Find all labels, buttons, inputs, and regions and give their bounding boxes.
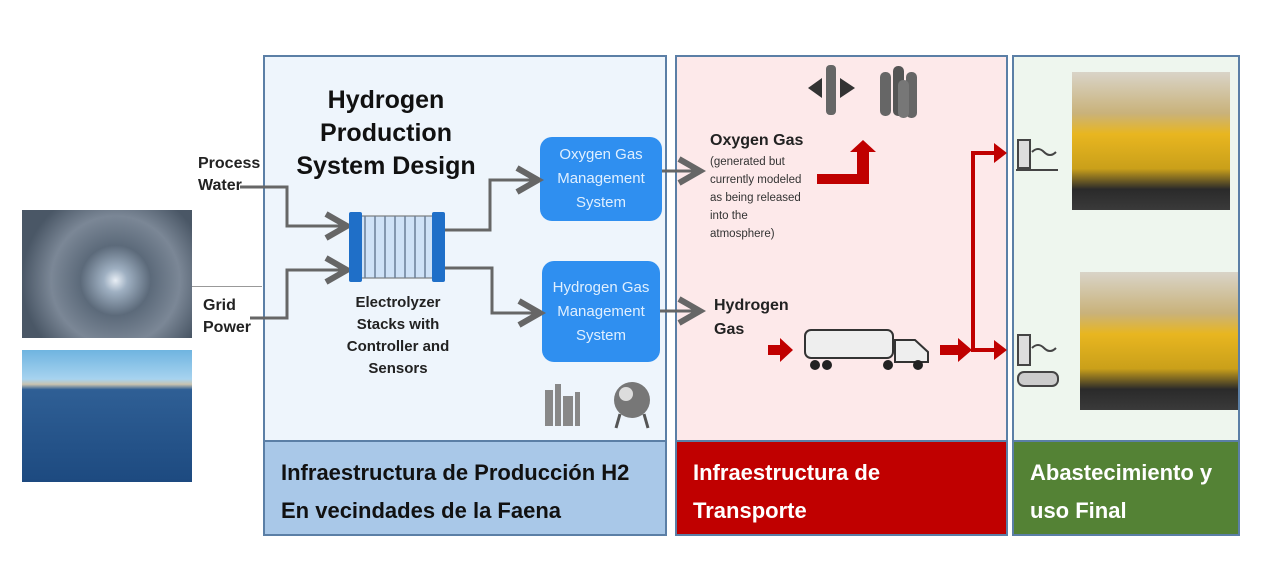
storage-sphere-icon	[614, 382, 650, 429]
oxygen-release-arrow	[817, 140, 876, 184]
label-line: Gas	[714, 321, 745, 338]
label-line: Power	[203, 319, 252, 336]
box-line: Hydrogen Gas	[552, 278, 650, 296]
footer-line: Infraestructura de Transporte	[693, 460, 881, 523]
distribution-line	[971, 151, 975, 352]
footer-line: Infraestructura de Producción H2	[281, 460, 630, 485]
hydrogen-gas-management-box: Hydrogen Gas Management System	[542, 261, 660, 362]
footer-line: Abastecimiento y	[1030, 460, 1213, 485]
label-line: Process	[198, 155, 261, 172]
electrolyzer-stack-icon	[349, 212, 445, 282]
oxygen-gas-title: Oxygen Gas	[710, 132, 804, 149]
transport-footer: Infraestructura de Transporte En la Faen…	[675, 440, 1008, 561]
note-line: atmosphere)	[710, 228, 775, 240]
tanker-truck-icon	[804, 329, 929, 370]
enduse-footer: Abastecimiento y uso Final	[1012, 440, 1240, 536]
gas-cylinders-icon	[880, 66, 917, 118]
hydrogen-out-arrow	[444, 266, 540, 313]
oxygen-gas-management-box: Oxygen Gas Management System	[540, 137, 662, 221]
note-line: (generated but	[710, 156, 785, 168]
production-title: Hydrogen Production System Design	[266, 84, 506, 183]
solar-panels-photo	[22, 350, 192, 482]
label-line: Sensors	[368, 360, 428, 377]
transport-panel	[675, 55, 1008, 442]
grid-divider-line	[192, 286, 262, 287]
hydrogen-dispenser-icon	[1016, 139, 1058, 171]
grid-power-label: Grid Power	[203, 295, 251, 339]
hydrogen-in-arrow	[768, 338, 793, 362]
refinery-icon	[545, 384, 580, 426]
box-line: System	[575, 326, 626, 344]
compressed-gas-cylinder-icon	[808, 65, 855, 115]
note-line: into the	[710, 210, 748, 222]
label-line: Electrolyzer	[355, 294, 441, 311]
label-line: Grid	[203, 297, 236, 314]
box-line: Oxygen Gas	[559, 146, 643, 163]
box-line: Management	[557, 302, 645, 320]
footer-line: En vecindades de la Faena	[281, 498, 562, 523]
box-line: System	[575, 194, 626, 211]
note-line: as being released	[710, 192, 801, 204]
note-line: currently modeled	[710, 174, 802, 186]
mining-truck-image	[1080, 272, 1238, 410]
label-line: Stacks with	[356, 316, 440, 333]
title-line: Hydrogen Production	[320, 86, 452, 147]
footer-line: uso Final	[1030, 498, 1127, 523]
electrolyzer-label: Electrolyzer Stacks with Controller and …	[338, 292, 458, 380]
process-water-arrow	[240, 185, 347, 226]
production-panel	[263, 55, 667, 442]
label-line: Water	[198, 177, 242, 194]
hydrogen-gas-title: Hydrogen Gas	[714, 294, 789, 342]
hydrogen-dispenser-icon	[1017, 334, 1059, 387]
box-line: Management	[557, 170, 645, 187]
process-water-label: Process Water	[198, 153, 260, 197]
oxygen-out-arrow	[444, 180, 538, 232]
solar-tower-photo	[22, 210, 192, 338]
label-line: Controller and	[346, 338, 450, 355]
title-line: System Design	[296, 152, 476, 180]
grid-power-arrow	[250, 270, 347, 320]
hydrogen-out-red-arrow	[940, 338, 972, 362]
footer-line: En la Faena	[693, 536, 816, 561]
mining-truck-image	[1072, 72, 1230, 210]
label-line: Hydrogen	[714, 297, 789, 314]
distribution-arrow-top	[971, 143, 1007, 163]
production-footer: Infraestructura de Producción H2 En veci…	[263, 440, 667, 536]
oxygen-gas-note: (generated but currently modeled as bein…	[710, 153, 801, 243]
distribution-arrow-bottom	[971, 340, 1007, 360]
